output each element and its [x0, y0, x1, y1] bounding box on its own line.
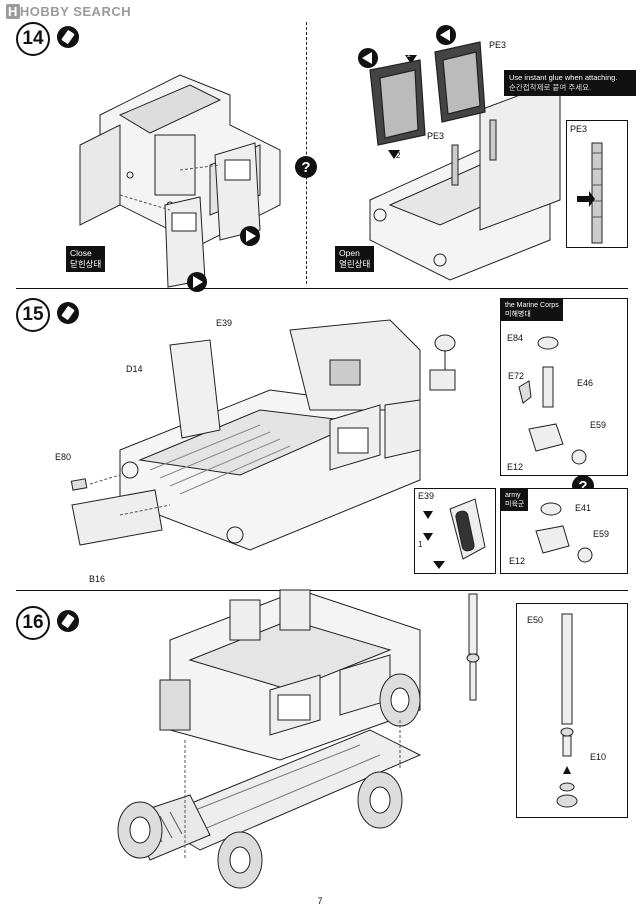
detail-part-label: E39 — [418, 491, 435, 501]
open-label-ko: 열린상태 — [339, 259, 371, 269]
part-label-e59: E59 — [593, 529, 610, 539]
question-mark-icon: ? — [295, 156, 317, 178]
page-number: 7 — [317, 896, 323, 906]
army-title-ko: 미육군 — [505, 501, 525, 508]
marine-title-ko: 미해병대 — [505, 311, 531, 318]
open-label-en: Open — [339, 248, 360, 258]
section-separator — [16, 288, 628, 289]
part-label-e80: E80 — [55, 452, 72, 462]
marine-corps-box: the Marine Corps 미해병대 — [500, 298, 628, 476]
step-14-arrow-number: 2 — [396, 151, 401, 160]
step-15-main-drawing — [70, 319, 456, 551]
part-label-e50: E50 — [527, 615, 544, 625]
antenna-exploded-drawing — [466, 593, 480, 701]
part-label-e10: E10 — [590, 752, 607, 762]
part-label-pe3: PE3 — [489, 40, 507, 50]
cement-icon — [57, 26, 79, 48]
e39-detail-box: E39 — [414, 488, 496, 574]
step-15-number: 15 — [16, 298, 50, 332]
part-label-e72: E72 — [508, 371, 525, 381]
part-label-pe3: PE3 — [427, 131, 445, 141]
army-tag: army 미육군 — [501, 489, 529, 511]
step-14-closed-drawing — [79, 74, 281, 288]
detail-arrow-number: 1 — [418, 540, 423, 549]
glue-note: Use instant glue when attaching. 순간접착제로 … — [504, 70, 636, 96]
step-14-open-drawing — [369, 41, 561, 281]
marine-title-en: the Marine Corps — [505, 302, 559, 309]
part-label-d14: D14 — [126, 364, 143, 374]
detail-arrow-number: 2 — [435, 555, 439, 562]
glue-note-ko: 순간접착제로 붙여 주세요. — [509, 83, 592, 92]
detail-arrow-number: 1 — [425, 505, 429, 512]
marine-corps-tag: the Marine Corps 미해병대 — [501, 299, 563, 321]
cement-icon — [57, 610, 79, 632]
open-tag: Open 열린상태 — [335, 246, 375, 272]
part-label-e59: E59 — [590, 420, 607, 430]
part-label-e41: E41 — [575, 503, 592, 513]
part-label-e12: E12 — [509, 556, 526, 566]
army-box: army 미육군 — [500, 488, 628, 574]
part-label-e46: E46 — [577, 378, 594, 388]
step-14-number: 14 — [16, 22, 50, 56]
step-16-number: 16 — [16, 606, 50, 640]
close-tag: Close 닫힌상태 — [66, 246, 106, 272]
step-14-divider — [306, 22, 307, 284]
part-label-e12: E12 — [507, 462, 524, 472]
cement-icon — [57, 302, 79, 324]
part-label-e84: E84 — [507, 333, 524, 343]
close-label-en: Close — [70, 248, 92, 258]
section-separator — [16, 590, 628, 591]
close-label-ko: 닫힌상태 — [70, 259, 102, 269]
watermark-logo: H — [6, 4, 20, 19]
e50-detail-box — [516, 603, 628, 818]
glue-note-en: Use instant glue when attaching. — [509, 73, 618, 82]
part-label-b16: B16 — [89, 574, 106, 584]
army-title-en: army — [505, 492, 521, 499]
step-14-arrow-number: 2 — [407, 52, 411, 59]
watermark-text: HOBBY SEARCH — [19, 4, 132, 19]
part-label-e39: E39 — [216, 318, 233, 328]
pe3-callout-box: PE3 — [566, 120, 628, 248]
step-14-arrows — [187, 25, 456, 292]
callout-part-label: PE3 — [570, 124, 588, 134]
step-16-main-drawing — [117, 589, 422, 889]
detail-arrow-number: 2 — [425, 527, 429, 534]
